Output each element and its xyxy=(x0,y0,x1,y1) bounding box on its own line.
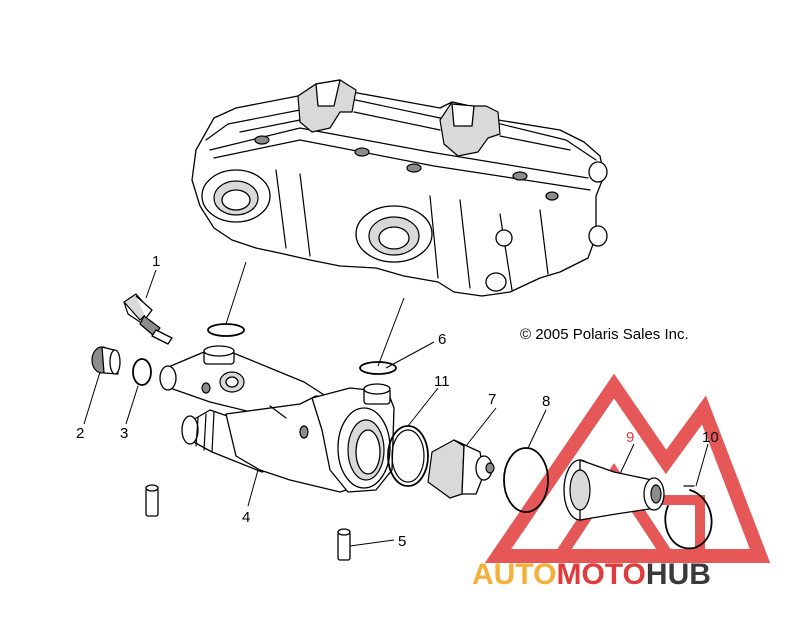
watermark-moto: MOTO xyxy=(556,558,645,591)
callout-9: 9 xyxy=(626,429,634,446)
part-5-screw-left xyxy=(145,484,159,517)
part-8-o-ring xyxy=(503,447,549,513)
watermark-auto: AUTO xyxy=(472,558,556,591)
part-2-plug xyxy=(91,346,121,375)
copyright-notice: © 2005 Polaris Sales Inc. xyxy=(520,326,689,343)
callout-4: 4 xyxy=(242,509,250,526)
watermark-text: AUTOMOTOHUB xyxy=(472,558,711,591)
callout-3: 3 xyxy=(120,425,128,442)
callout-1: 1 xyxy=(152,253,160,270)
callout-labels: 1 2 3 4 5 6 7 8 9 10 11 xyxy=(76,253,719,550)
svg-text:AUTOMOTOHUB: AUTOMOTOHUB xyxy=(472,558,711,591)
part-6-o-ring-left xyxy=(207,323,245,337)
part-10-clamp xyxy=(664,485,713,550)
cylinder-head xyxy=(191,79,608,297)
watermark-hub: HUB xyxy=(646,558,711,591)
part-5-screw-right xyxy=(337,528,351,561)
callout-2: 2 xyxy=(76,425,84,442)
part-3-o-ring xyxy=(132,358,152,386)
part-4-thermostat-housing xyxy=(159,345,395,493)
watermark-triangle-icon xyxy=(484,373,771,563)
callout-7: 7 xyxy=(488,391,496,408)
part-7-thermostat xyxy=(427,439,495,499)
callout-10: 10 xyxy=(702,429,719,446)
part-11-gasket xyxy=(387,425,429,487)
callout-8: 8 xyxy=(542,393,550,410)
part-1-temperature-sensor xyxy=(123,293,173,345)
leader-lines xyxy=(83,269,709,547)
callout-6: 6 xyxy=(438,331,446,348)
watermark-logo xyxy=(484,373,771,563)
part-6-o-ring-right xyxy=(359,361,397,375)
callout-11: 11 xyxy=(434,373,450,390)
callout-5: 5 xyxy=(398,533,406,550)
